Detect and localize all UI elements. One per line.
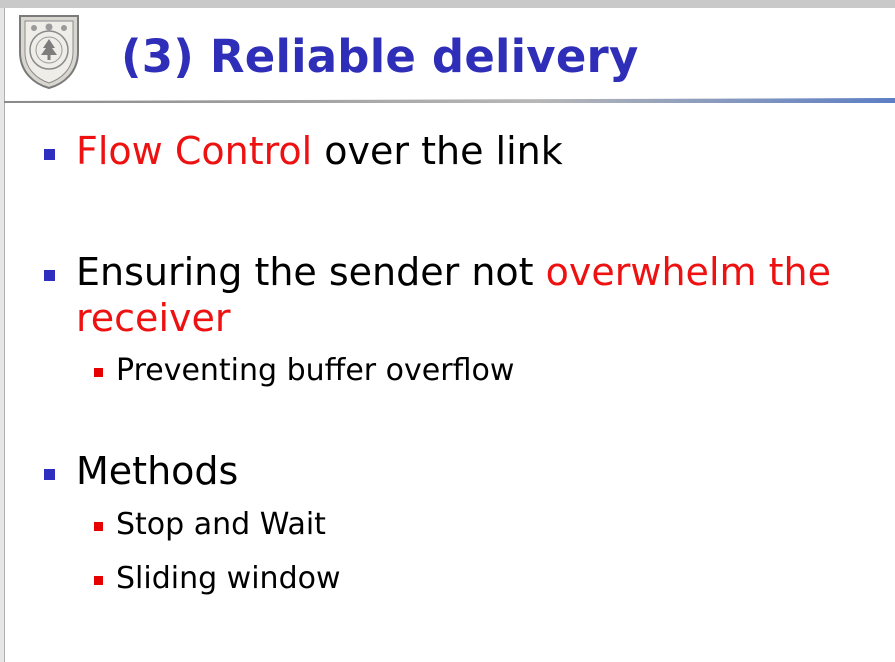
emphasis-text: Flow Control <box>76 129 313 173</box>
sub-bullet-square-icon <box>94 522 103 531</box>
sub-bullet-text: Stop and Wait <box>116 507 326 542</box>
university-seal-icon <box>19 15 79 90</box>
bullet-methods: Methods <box>44 448 239 494</box>
slide-title: (3) Reliable delivery <box>121 30 639 83</box>
sub-bullet-stop-and-wait: Stop and Wait <box>94 507 326 543</box>
window-top-bar <box>0 0 895 8</box>
sub-bullet-text: Sliding window <box>116 561 341 596</box>
window-left-edge <box>0 8 5 662</box>
sub-bullet-text: Preventing buffer overflow <box>116 353 515 388</box>
emphasis-text-continued: receiver <box>76 296 231 340</box>
bullet-square-icon <box>44 270 55 281</box>
bullet-text: over the link <box>312 129 563 173</box>
title-underline <box>4 98 895 103</box>
sub-bullet-square-icon <box>94 576 103 585</box>
bullet-square-icon <box>44 469 55 480</box>
bullet-ensuring: Ensuring the sender not overwhelm the rec… <box>44 249 866 341</box>
sub-bullet-buffer-overflow: Preventing buffer overflow <box>94 353 515 389</box>
sub-bullet-sliding-window: Sliding window <box>94 561 341 597</box>
bullet-text: Methods <box>76 449 239 493</box>
emphasis-text: overwhelm the <box>545 250 831 294</box>
bullet-text: Ensuring the sender not <box>76 250 546 294</box>
bullet-flow-control: Flow Control over the link <box>44 128 563 174</box>
sub-bullet-square-icon <box>94 368 103 377</box>
bullet-square-icon <box>44 149 55 160</box>
